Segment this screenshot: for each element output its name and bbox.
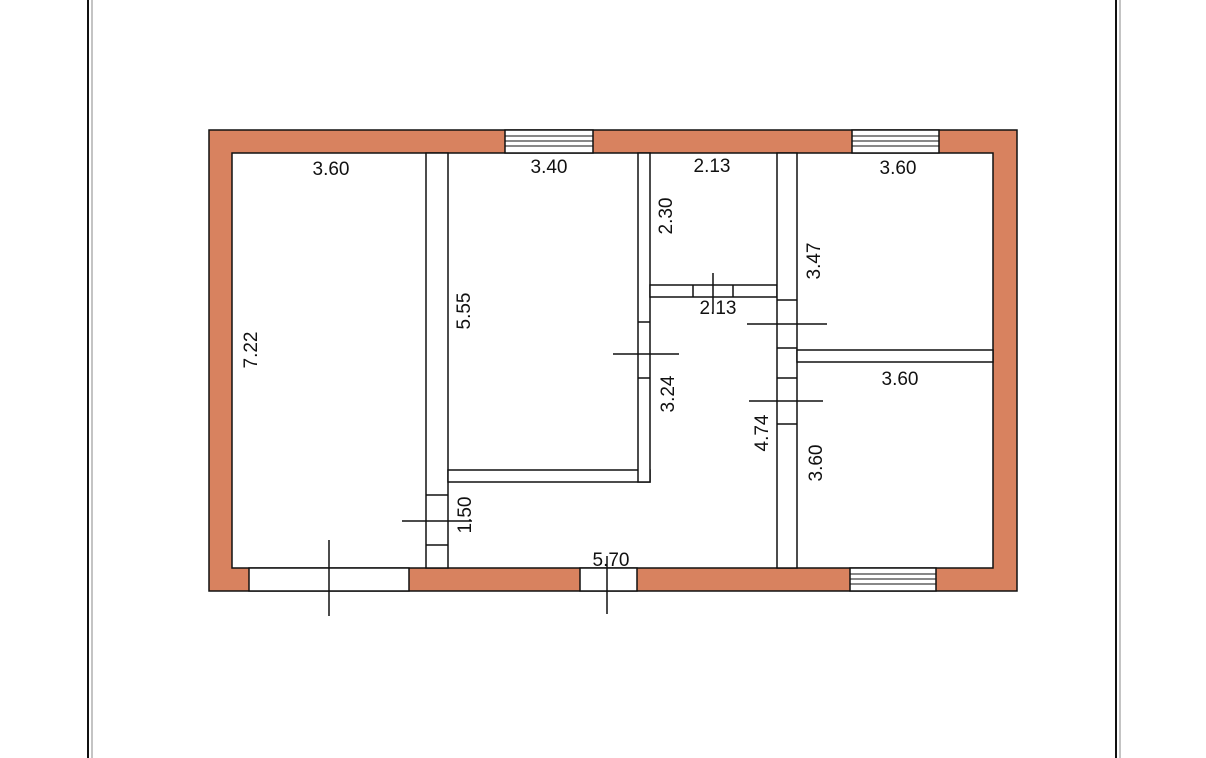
dim-room-d-height: 3.60: [806, 445, 827, 482]
partition-hall-left: [637, 152, 651, 483]
dim-hall-corridor-height: 4.74: [752, 414, 773, 451]
window-top-1: [504, 129, 594, 154]
window-bottom-right: [849, 567, 937, 592]
dim-hall-bottom-height: 1.50: [455, 497, 476, 534]
dim-room-a-height: 7.22: [241, 332, 262, 369]
door-marks: [402, 273, 827, 546]
dim-bath-width: 2.13: [694, 156, 731, 177]
partition-c-d: [796, 349, 994, 363]
entrance-door: [579, 556, 638, 614]
dim-room-c-width: 3.60: [880, 158, 917, 179]
dim-room-b-width: 3.40: [531, 157, 568, 178]
dim-bath-lower-width: 2.13: [700, 298, 737, 319]
window-top-2: [851, 129, 940, 154]
dim-room-d-width: 3.60: [882, 369, 919, 390]
dim-room-a-width: 3.60: [313, 159, 350, 180]
dim-hall-height: 3.24: [658, 375, 679, 412]
partition-a-b: [425, 152, 449, 569]
partition-b-bottom: [447, 469, 651, 483]
dim-hall-width: 5.70: [593, 550, 630, 571]
opening-bottom-left: [248, 540, 410, 616]
dim-bath-height: 2.30: [656, 198, 677, 235]
partitions: [425, 152, 994, 569]
exterior-wall: [208, 129, 1018, 592]
dim-room-b-height: 5.55: [454, 293, 475, 330]
dim-room-c-height: 3.47: [804, 243, 825, 280]
partition-bath-right: [776, 152, 798, 569]
